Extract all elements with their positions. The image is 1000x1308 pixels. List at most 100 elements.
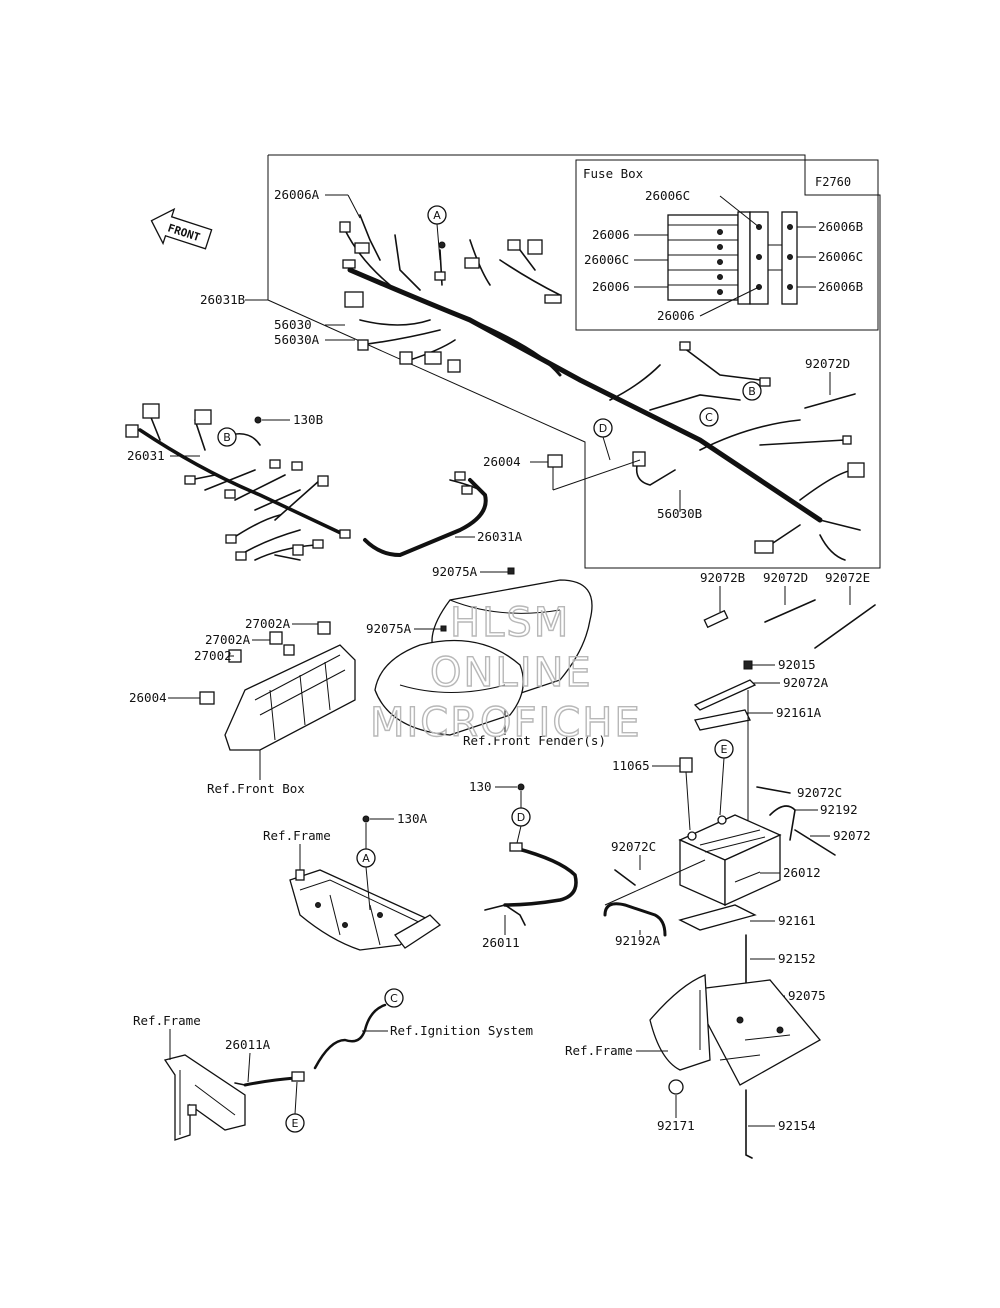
label-56030: 56030 — [274, 317, 312, 332]
part-92072C-right — [756, 786, 791, 794]
callout-E2: E — [285, 1081, 305, 1133]
part-11065 — [679, 757, 693, 773]
label-56030B: 56030B — [657, 506, 702, 521]
label-ref-front-fender: Ref.Front Fender(s) — [463, 733, 606, 748]
part-92072D-top — [804, 393, 856, 409]
figure-code: F2760 — [815, 175, 851, 189]
svg-text:B: B — [748, 385, 756, 398]
svg-text:MICROFICHE: MICROFICHE — [370, 700, 642, 746]
fuse-box-frame — [575, 159, 879, 331]
label-92075A-mid: 92075A — [366, 621, 412, 636]
label-26006B-r3: 26006B — [818, 279, 863, 294]
label-92075: 92075 — [788, 988, 826, 1003]
label-26031: 26031 — [127, 448, 165, 463]
label-ref-frame-3: Ref.Frame — [133, 1013, 201, 1028]
watermark: HLSM ONLINE MICROFICHE — [369, 599, 642, 746]
front-arrow-icon: FRONT — [150, 207, 213, 250]
label-27002: 27002 — [194, 648, 232, 663]
label-92072B: 92072B — [700, 570, 745, 585]
part-92154 — [745, 1089, 753, 1159]
frame-section-lower — [163, 1054, 246, 1141]
svg-text:HLSM: HLSM — [450, 600, 570, 646]
callout-C2: C — [384, 988, 404, 1008]
label-27002A-top: 27002A — [245, 616, 291, 631]
label-26012: 26012 — [783, 865, 821, 880]
svg-text:E: E — [721, 743, 728, 756]
part-92072D-mid — [764, 599, 816, 623]
part-92075A-mid — [440, 625, 447, 632]
part-92192 — [769, 805, 796, 841]
label-ref-ignition: Ref.Ignition System — [390, 1023, 533, 1038]
callout-A2: A — [356, 823, 376, 911]
part-92072A — [693, 679, 757, 711]
label-92171: 92171 — [657, 1118, 695, 1133]
label-56030A: 56030A — [274, 332, 320, 347]
main-harness-leaders — [325, 194, 681, 512]
label-26006-bottom: 26006 — [657, 308, 695, 323]
callout-B1: B — [742, 381, 762, 401]
label-11065: 11065 — [612, 758, 650, 773]
main-harness-26031B — [339, 214, 865, 561]
front-fender-covers — [374, 579, 593, 736]
label-92072D-mid: 92072D — [763, 570, 808, 585]
label-92152: 92152 — [778, 951, 816, 966]
callout-C1: C — [699, 407, 719, 427]
callout-E1: E — [714, 739, 734, 816]
label-92072C-left: 92072C — [611, 839, 656, 854]
part-92015 — [743, 660, 753, 670]
part-92072E — [814, 604, 876, 649]
battery-tray — [649, 974, 821, 1086]
svg-text:E: E — [292, 1117, 299, 1130]
label-92072A: 92072A — [783, 675, 829, 690]
label-ref-front-box: Ref.Front Box — [207, 781, 305, 796]
label-92161: 92161 — [778, 913, 816, 928]
part-92171 — [668, 1079, 684, 1095]
label-92192: 92192 — [820, 802, 858, 817]
label-26006B-r1: 26006B — [818, 219, 863, 234]
label-92154: 92154 — [778, 1118, 816, 1133]
label-26006C-mid: 26006C — [584, 252, 629, 267]
part-92072 — [794, 829, 836, 856]
main-frame-outline — [267, 154, 881, 569]
part-130 — [517, 783, 525, 791]
label-27002A-mid: 27002A — [205, 632, 251, 647]
label-26004-top: 26004 — [483, 454, 521, 469]
svg-text:C: C — [705, 411, 713, 424]
label-26011: 26011 — [482, 935, 520, 950]
label-26004-left: 26004 — [129, 690, 167, 705]
svg-text:ONLINE: ONLINE — [430, 650, 593, 696]
label-92072C-right: 92072C — [797, 785, 842, 800]
label-26006-b: 26006 — [592, 279, 630, 294]
svg-text:D: D — [517, 811, 525, 824]
part-92072C-left — [614, 869, 636, 886]
label-26006-a: 26006 — [592, 227, 630, 242]
part-130A — [362, 815, 370, 823]
svg-text:C: C — [390, 992, 398, 1005]
cable-26011 — [484, 842, 578, 926]
label-26006C-top: 26006C — [645, 188, 690, 203]
part-26004-top — [547, 454, 563, 468]
callout-D1: D — [593, 418, 613, 461]
part-92072B — [703, 609, 729, 629]
label-92192A: 92192A — [615, 933, 661, 948]
cable-26011A — [234, 1003, 387, 1087]
label-92075A-top: 92075A — [432, 564, 478, 579]
battery-cable-92192A — [603, 859, 706, 937]
label-130B: 130B — [293, 412, 323, 427]
label-92072E: 92072E — [825, 570, 870, 585]
fuse-leaders — [634, 195, 816, 317]
callout-D2: D — [511, 791, 531, 844]
frame-section-a — [289, 869, 442, 951]
label-26006C-r2: 26006C — [818, 249, 863, 264]
fuse-box-title: Fuse Box — [583, 166, 644, 181]
label-92072: 92072 — [833, 828, 871, 843]
callout-B2: B — [217, 427, 237, 447]
label-26031B: 26031B — [200, 292, 245, 307]
svg-text:A: A — [362, 852, 370, 865]
label-92072D-top: 92072D — [805, 356, 850, 371]
part-92161 — [678, 904, 757, 931]
svg-text:A: A — [433, 209, 441, 222]
label-92161A: 92161A — [776, 705, 822, 720]
callout-A1: A — [427, 205, 447, 261]
